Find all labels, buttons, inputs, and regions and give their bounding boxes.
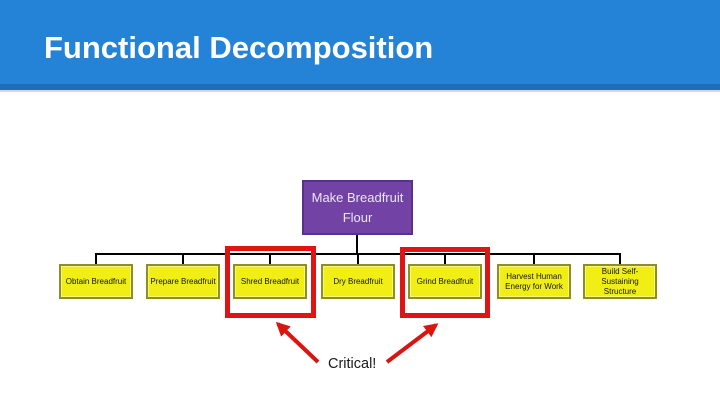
title-bar-accent-line-light (0, 90, 720, 92)
critical-highlight-shred (225, 246, 316, 318)
critical-highlight-grind (400, 247, 490, 318)
function-node-label: Build Self-Sustaining Structure (601, 266, 639, 296)
critical-arrow-right-icon (385, 323, 439, 364)
function-node-label: Prepare Breadfruit (150, 276, 216, 286)
tree-connector-horizontal (95, 253, 621, 255)
tree-connector-drop (182, 255, 184, 264)
function-node-harvest-human-energy: Harvest Human Energy for Work (497, 264, 571, 299)
tree-connector-drop (269, 255, 271, 264)
page-title: Functional Decomposition (44, 30, 434, 65)
title-bar-accent-line (0, 84, 720, 90)
root-node-label: Make Breadfruit Flour (311, 189, 404, 225)
tree-connector-drop (619, 255, 621, 264)
function-node-label: Harvest Human Energy for Work (505, 271, 563, 291)
slide-title-bar: Functional Decomposition (0, 0, 720, 84)
function-node-build-structure: Build Self-Sustaining Structure (583, 264, 657, 299)
function-node-label: Obtain Breadfruit (65, 276, 127, 286)
function-node-label: Shred Breadfruit (240, 276, 300, 286)
function-node-label: Grind Breadfruit (416, 276, 474, 286)
function-node-label: Dry Breadfruit (333, 276, 383, 286)
function-node-shred-breadfruit: Shred Breadfruit (233, 264, 307, 299)
tree-connector-drop (444, 255, 446, 264)
function-node-obtain-breadfruit: Obtain Breadfruit (59, 264, 133, 299)
tree-connector-drop (95, 255, 97, 264)
function-node-prepare-breadfruit: Prepare Breadfruit (146, 264, 220, 299)
tree-connector-stem (356, 235, 358, 255)
tree-connector-drop (357, 255, 359, 264)
root-node-make-breadfruit-flour: Make Breadfruit Flour (302, 180, 413, 235)
critical-annotation-label: Critical! (328, 356, 377, 372)
function-node-grind-breadfruit: Grind Breadfruit (408, 264, 482, 299)
tree-connector-drop (533, 255, 535, 264)
critical-arrow-left-icon (275, 321, 320, 364)
function-node-dry-breadfruit: Dry Breadfruit (321, 264, 395, 299)
